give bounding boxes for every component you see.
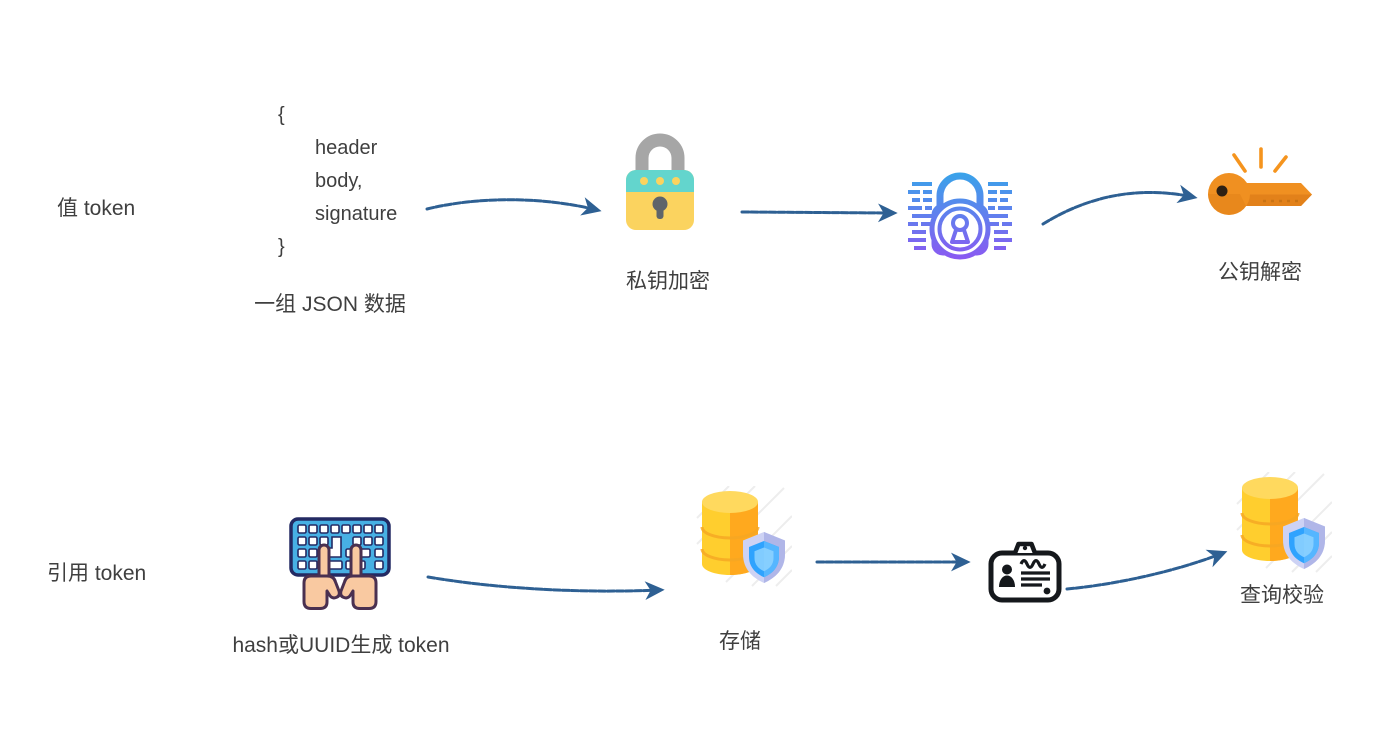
row-label-reference-token: 引用 token xyxy=(47,562,147,585)
database-shield-icon xyxy=(1236,472,1332,573)
keyboard-typing-icon xyxy=(289,517,391,610)
arrow-idcard-to-verify xyxy=(1065,549,1228,591)
arrow-keyboard-to-storage xyxy=(426,575,665,601)
decrypt-label: 公钥解密 xyxy=(1218,261,1302,284)
encrypt-label: 私钥加密 xyxy=(626,270,710,293)
store-label: 存储 xyxy=(719,630,761,653)
json-line-body: body, xyxy=(315,170,363,192)
verify-label: 查询校验 xyxy=(1240,584,1324,607)
json-line-open-brace: { xyxy=(278,104,285,126)
json-snippet: { header body, signature } xyxy=(278,99,397,264)
arrow-lock-to-encrypted xyxy=(740,203,898,223)
database-shield-icon xyxy=(696,486,792,587)
json-line-close-brace: } xyxy=(278,236,285,258)
row-label-value-token: 值 token xyxy=(57,197,136,220)
arrow-json-to-lock xyxy=(425,197,602,216)
padlock-icon xyxy=(626,133,694,230)
json-line-header: header xyxy=(315,137,378,159)
generate-label: hash或UUID生成 token xyxy=(232,634,450,657)
encrypted-data-lock-icon xyxy=(908,172,1012,260)
key-icon xyxy=(1208,147,1312,215)
arrow-encrypted-to-key xyxy=(1041,184,1198,226)
id-card-icon xyxy=(988,541,1062,603)
json-caption: 一组 JSON 数据 xyxy=(254,293,406,316)
json-line-signature: signature xyxy=(315,203,398,225)
